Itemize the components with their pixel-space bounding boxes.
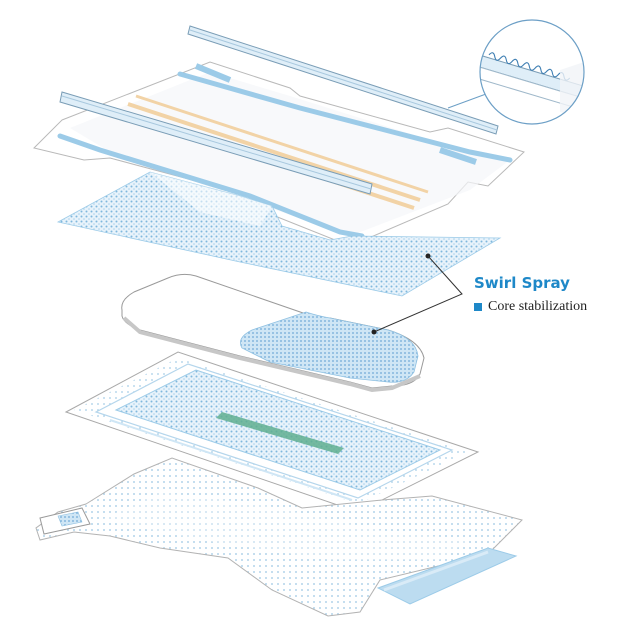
callout-subtitle-row: Core stabilization <box>474 299 587 315</box>
leg-barrier-strip-top <box>187 25 499 135</box>
callout-title: Swirl Spray <box>474 274 570 292</box>
acquisition-mesh-layer <box>56 171 502 297</box>
leg-barrier-strip-left <box>59 91 373 195</box>
callout-subtitle: Core stabilization <box>488 299 588 314</box>
magnifier-circle-icon <box>447 19 585 125</box>
chassis-frame-layer <box>64 351 480 513</box>
backsheet-layer <box>35 457 523 617</box>
square-bullet-icon <box>474 303 482 311</box>
callout-leader <box>371 253 463 335</box>
